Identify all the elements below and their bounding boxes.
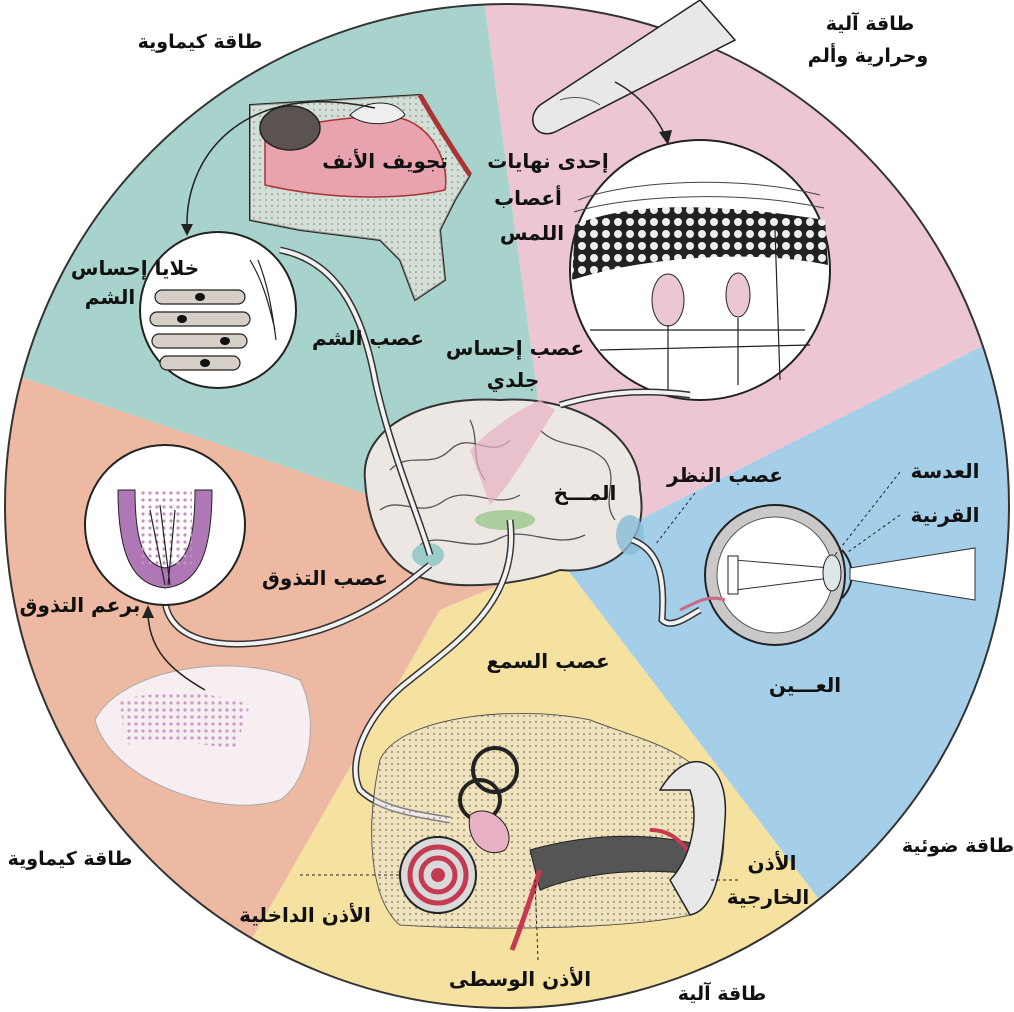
- nasal-cavity-illustration: [249, 93, 473, 302]
- label-skin-nerve-line2: جلدي: [487, 368, 539, 393]
- eye-illustration: [679, 504, 976, 646]
- label-middle-ear: الأذن الوسطى: [449, 966, 591, 991]
- outer-disc-border: [4, 3, 1010, 1009]
- label-eye: العـــين: [769, 673, 841, 697]
- label-touch-ending-line3: اللمس: [500, 221, 564, 245]
- ear-illustration: [371, 713, 727, 951]
- label-brain: المـــخ: [554, 481, 617, 505]
- arrowhead-skin: [659, 130, 672, 145]
- section-label-mechanical-touch-line2: وحرارية وألم: [808, 43, 928, 67]
- label-cornea: القرنية: [910, 503, 979, 527]
- arrowhead-taste: [142, 605, 154, 618]
- label-outer-ear-line1: الأذن: [747, 850, 796, 875]
- label-olfactory-nerve: عصب الشم: [312, 326, 424, 350]
- label-nasal-cavity: تجويف الأنف: [322, 148, 448, 173]
- section-label-light: طاقة ضوئية: [902, 835, 1014, 857]
- section-label-mechanical-hearing: طاقة آلية: [678, 981, 767, 1005]
- optic-nerve-leader: [654, 492, 696, 546]
- brain-illustration: [363, 398, 644, 587]
- nose-to-smell-cells-arrow: [186, 101, 376, 229]
- section-label-chemical-taste: طاقة كيماوية: [8, 848, 133, 870]
- label-smell-cells-line1: خلايا إحساس: [71, 256, 199, 280]
- cornea-leader: [847, 514, 901, 553]
- skin-inset: [569, 139, 831, 401]
- taste-bud-inset: [84, 444, 246, 606]
- middle-ear-leader: [534, 879, 539, 961]
- label-taste-nerve: عصب التذوق: [262, 566, 388, 590]
- label-smell-cells-line2: الشم: [85, 285, 135, 309]
- label-touch-ending-line1: إحدى نهايات: [487, 149, 608, 173]
- label-optic-nerve: عصب النظر: [666, 463, 783, 487]
- label-outer-ear-line2: الخارجية: [727, 885, 810, 909]
- label-touch-ending-line2: أعصاب: [494, 184, 562, 210]
- arrowhead-smell: [181, 224, 193, 236]
- smell-cells-inset: [139, 231, 297, 389]
- finger-illustration: [532, 0, 737, 135]
- label-inner-ear: الأذن الداخلية: [239, 902, 371, 927]
- tongue-to-taste-bud-arrow: [147, 614, 206, 691]
- label-auditory-nerve: عصب السمع: [486, 649, 609, 673]
- label-skin-nerve-line1: عصب إحساس: [446, 336, 584, 360]
- label-taste-bud: برعم التذوق: [20, 593, 141, 617]
- section-label-chemical-smell: طاقة كيماوية: [138, 31, 263, 53]
- label-lens: العدسة: [910, 459, 979, 483]
- finger-to-skin-arrow: [614, 81, 666, 136]
- section-label-mechanical-touch-line1: طاقة آلية: [826, 11, 915, 35]
- tongue-illustration: [94, 665, 311, 806]
